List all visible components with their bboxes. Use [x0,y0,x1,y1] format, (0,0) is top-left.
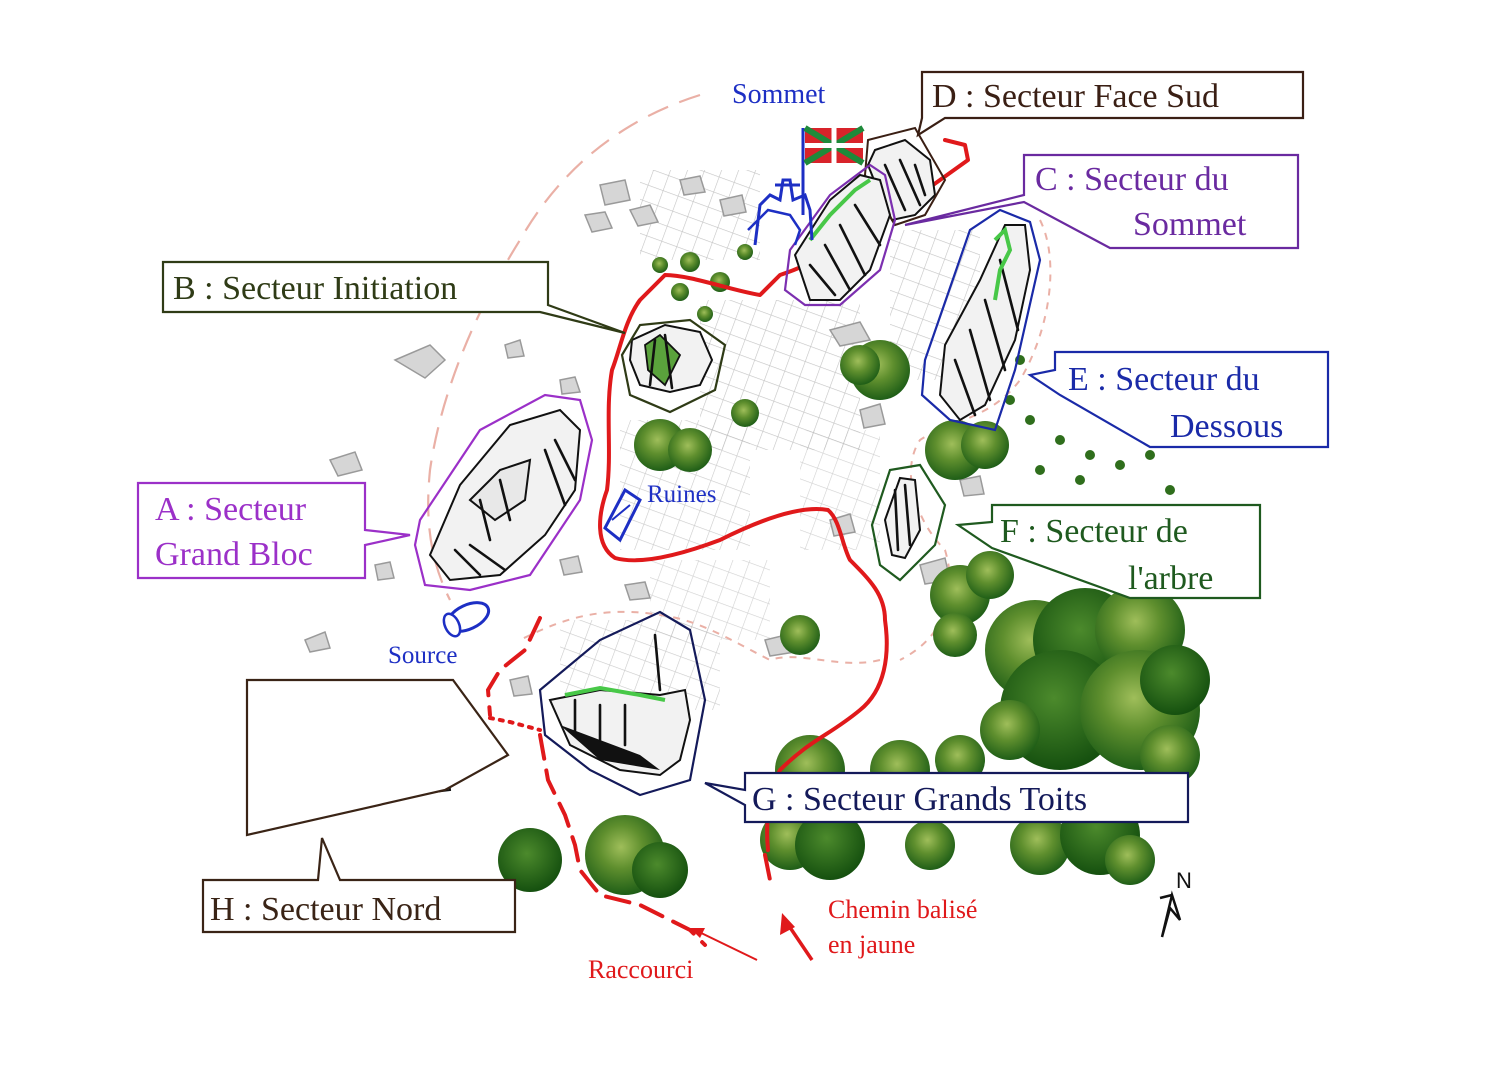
sector-g-rock [538,610,707,797]
north-label: N [1176,868,1192,893]
sector-f-rock [870,463,947,582]
sector-f-label-line1: F : Secteur de [1000,513,1188,550]
sector-c-label-line2: Sommet [1133,206,1247,243]
callout-c: C : Secteur du Sommet [904,153,1300,250]
sector-e-rock [920,208,1042,432]
footpaths [427,93,1052,664]
shortcut-label: Raccourci [588,955,693,984]
sector-b-rock [620,318,727,414]
spring-label: Source [388,642,457,669]
trail-annotation: Chemin balisé en jaune [780,895,977,961]
sector-f-label-line2: l'arbre [1128,560,1213,597]
sector-g-label: G : Secteur Grands Toits [752,781,1087,818]
callout-d: D : Secteur Face Sud [916,70,1305,138]
shortcut-annotation: Raccourci [588,928,758,984]
callout-b: B : Secteur Initiation [161,260,626,335]
spring-icon [442,601,491,638]
sector-a-label-line1: A : Secteur [155,491,307,528]
callout-h: H : Secteur Nord [201,678,517,934]
summit-cross-icon [747,178,814,246]
sector-h-label: H : Secteur Nord [210,891,441,928]
sector-d-label: D : Secteur Face Sud [932,78,1219,115]
north-arrow-icon: N [1159,868,1192,938]
sector-c-label-line1: C : Secteur du [1035,161,1229,198]
sector-a-rock [413,393,594,592]
marked-trail [485,138,970,947]
summit-label: Sommet [732,79,826,110]
sector-a-label-line2: Grand Bloc [155,536,313,573]
sector-e-label-line1: E : Secteur du [1068,361,1260,398]
ruins-icon [603,487,642,543]
callout-f: F : Secteur de l'arbre [954,503,1262,600]
callout-a: A : Secteur Grand Bloc [136,481,411,580]
marked-trail-label-line2: en jaune [828,930,915,959]
marked-trail-label-line1: Chemin balisé [828,895,977,924]
ruins-label: Ruines [647,481,716,508]
basque-flag-icon [801,125,865,215]
callout-e: E : Secteur du Dessous [1027,350,1330,449]
sector-b-label: B : Secteur Initiation [173,270,457,307]
sector-e-label-line2: Dessous [1170,408,1283,445]
callout-g: G : Secteur Grands Toits [704,771,1190,824]
